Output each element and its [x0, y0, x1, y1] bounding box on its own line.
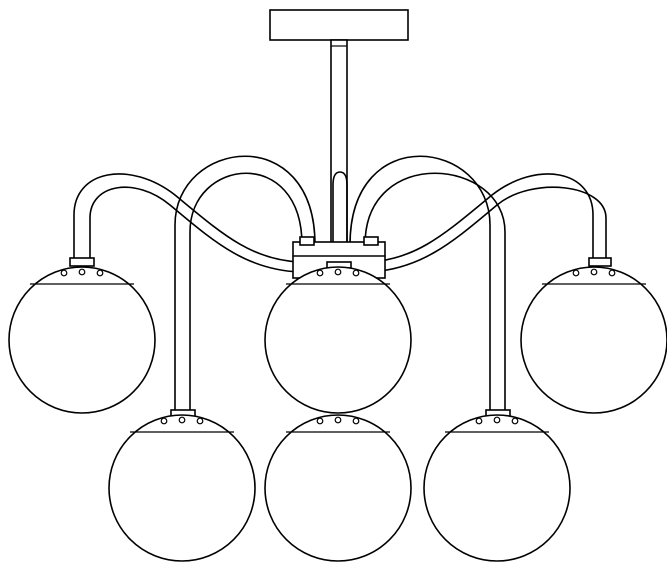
globe-bottom-center [264, 414, 412, 562]
globe-top-center [264, 266, 412, 414]
globe-bottom-left [108, 414, 256, 562]
globe-top-right [520, 266, 667, 414]
globe-top-left [8, 266, 156, 414]
center-fin [332, 171, 348, 246]
ceiling-canopy [269, 9, 409, 41]
loop-arms [174, 155, 506, 416]
collars [69, 257, 612, 419]
globe-bottom-right [423, 414, 571, 562]
